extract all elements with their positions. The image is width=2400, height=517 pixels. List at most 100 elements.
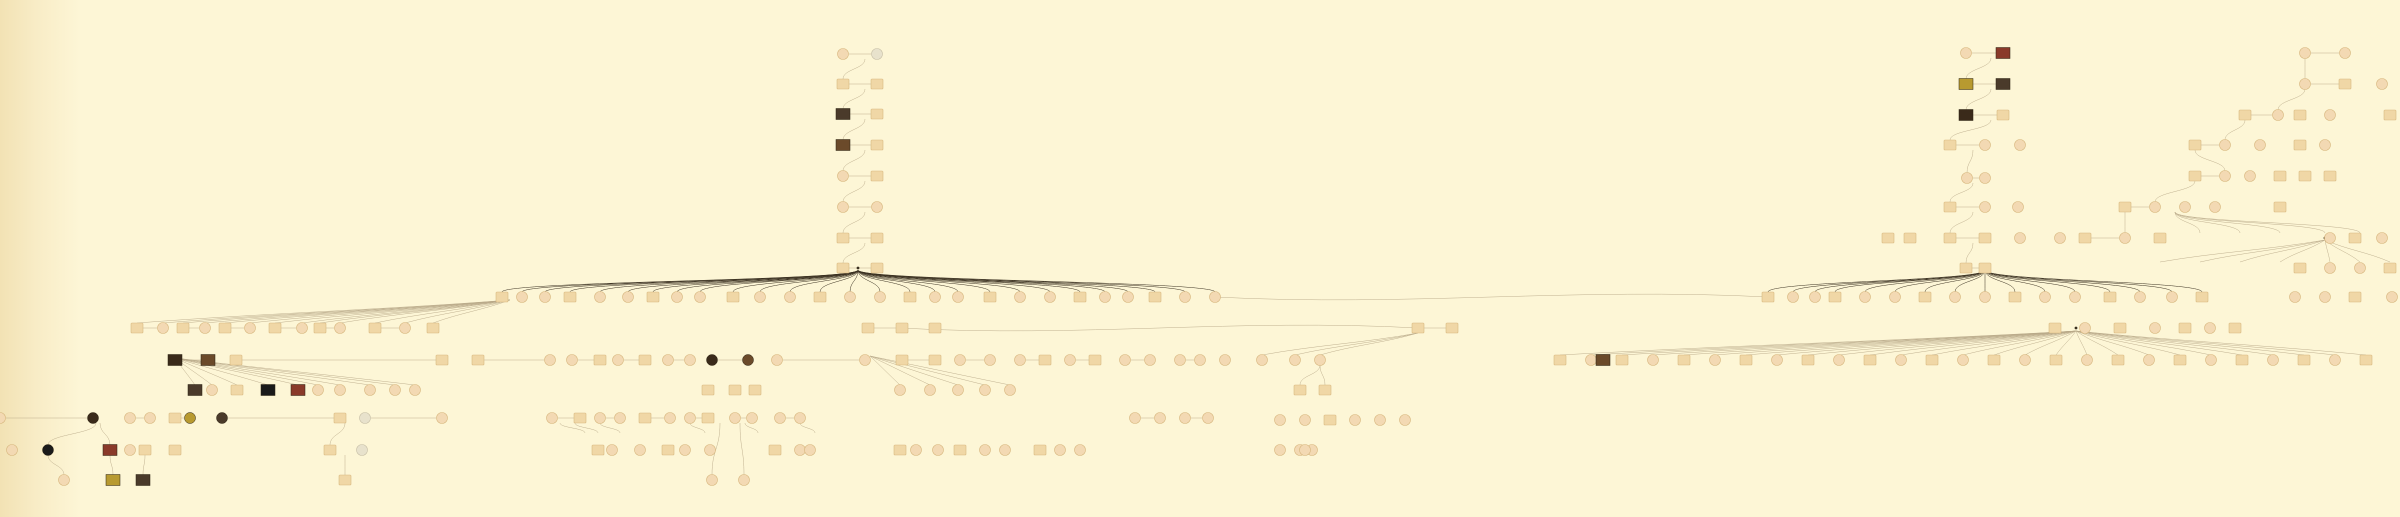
person-node[interactable] [230,384,244,396]
person-photo-node[interactable] [1958,78,1974,90]
person-node[interactable] [634,444,646,456]
person-node[interactable] [893,444,907,456]
person-node[interactable] [130,322,144,334]
person-node[interactable] [2354,262,2366,274]
person-node[interactable] [1709,354,1721,366]
person-node[interactable] [2299,47,2311,59]
person-node[interactable] [1299,414,1311,426]
person-node[interactable] [2323,170,2337,182]
person-node[interactable] [539,291,551,303]
person-node[interactable] [1739,354,1753,366]
person-node[interactable] [1274,414,1286,426]
person-node[interactable] [794,444,806,456]
person-node[interactable] [2188,170,2202,182]
person-node[interactable] [684,354,696,366]
person-node[interactable] [2235,354,2249,366]
person-node[interactable] [746,412,758,424]
person-node[interactable] [1895,354,1907,366]
person-node[interactable] [1771,354,1783,366]
person-node[interactable] [436,412,448,424]
person-node[interactable] [544,354,556,366]
person-node[interactable] [813,291,827,303]
person-photo-node[interactable] [167,354,183,366]
person-node[interactable] [138,444,152,456]
person-node[interactable] [2019,354,2031,366]
person-node[interactable] [2178,322,2192,334]
person-node[interactable] [2293,109,2307,121]
person-photo-node[interactable] [42,444,54,456]
person-node[interactable] [1903,232,1917,244]
person-node[interactable] [2319,139,2331,151]
person-node[interactable] [871,201,883,213]
person-node[interactable] [1154,412,1166,424]
person-node[interactable] [646,291,660,303]
person-node[interactable] [999,444,1011,456]
person-node[interactable] [661,444,675,456]
person-node[interactable] [1004,384,1016,396]
person-node[interactable] [2012,201,2024,213]
person-node[interactable] [2386,291,2398,303]
person-node[interactable] [2149,322,2161,334]
person-node[interactable] [2289,291,2301,303]
person-node[interactable] [144,412,156,424]
person-photo-node[interactable] [102,444,118,456]
person-node[interactable] [979,444,991,456]
person-node[interactable] [2153,232,2167,244]
person-node[interactable] [1411,322,1425,334]
person-node[interactable] [1033,444,1047,456]
person-node[interactable] [1099,291,1111,303]
person-node[interactable] [748,384,762,396]
person-node[interactable] [157,322,169,334]
person-node[interactable] [679,444,691,456]
person-node[interactable] [1553,354,1567,366]
person-node[interactable] [1889,291,1901,303]
person-node[interactable] [894,384,906,396]
person-node[interactable] [706,474,718,486]
tree-nodes[interactable] [0,47,2398,486]
person-node[interactable] [952,384,964,396]
person-node[interactable] [1828,291,1842,303]
person-photo-node[interactable] [87,412,99,424]
person-node[interactable] [2272,109,2284,121]
person-node[interactable] [2359,354,2373,366]
person-node[interactable] [953,444,967,456]
person-node[interactable] [409,384,421,396]
person-photo-node[interactable] [184,412,196,424]
person-node[interactable] [784,291,796,303]
person-node[interactable] [1960,47,1972,59]
person-node[interactable] [2273,170,2287,182]
person-node[interactable] [206,384,218,396]
person-photo-node[interactable] [290,384,306,396]
person-node[interactable] [1119,354,1131,366]
person-node[interactable] [1761,291,1775,303]
person-node[interactable] [704,444,716,456]
person-node[interactable] [1274,444,1286,456]
person-node[interactable] [861,322,875,334]
person-node[interactable] [2118,201,2132,213]
person-node[interactable] [638,412,652,424]
person-node[interactable] [2324,109,2336,121]
person-node[interactable] [836,78,850,90]
person-node[interactable] [229,354,243,366]
person-node[interactable] [662,354,674,366]
person-node[interactable] [638,354,652,366]
person-node[interactable] [1289,354,1301,366]
person-node[interactable] [1299,444,1311,456]
person-node[interactable] [794,412,806,424]
person-node[interactable] [323,444,337,456]
person-node[interactable] [2219,139,2231,151]
person-node[interactable] [1959,262,1973,274]
person-node[interactable] [1585,354,1597,366]
person-node[interactable] [2008,291,2022,303]
person-node[interactable] [614,412,626,424]
person-node[interactable] [2173,354,2187,366]
person-node[interactable] [1256,354,1268,366]
person-node[interactable] [2081,354,2093,366]
person-photo-node[interactable] [742,354,754,366]
person-node[interactable] [1943,232,1957,244]
person-node[interactable] [546,412,558,424]
person-node[interactable] [983,291,997,303]
person-node[interactable] [1349,414,1361,426]
person-photo-node[interactable] [835,108,851,120]
